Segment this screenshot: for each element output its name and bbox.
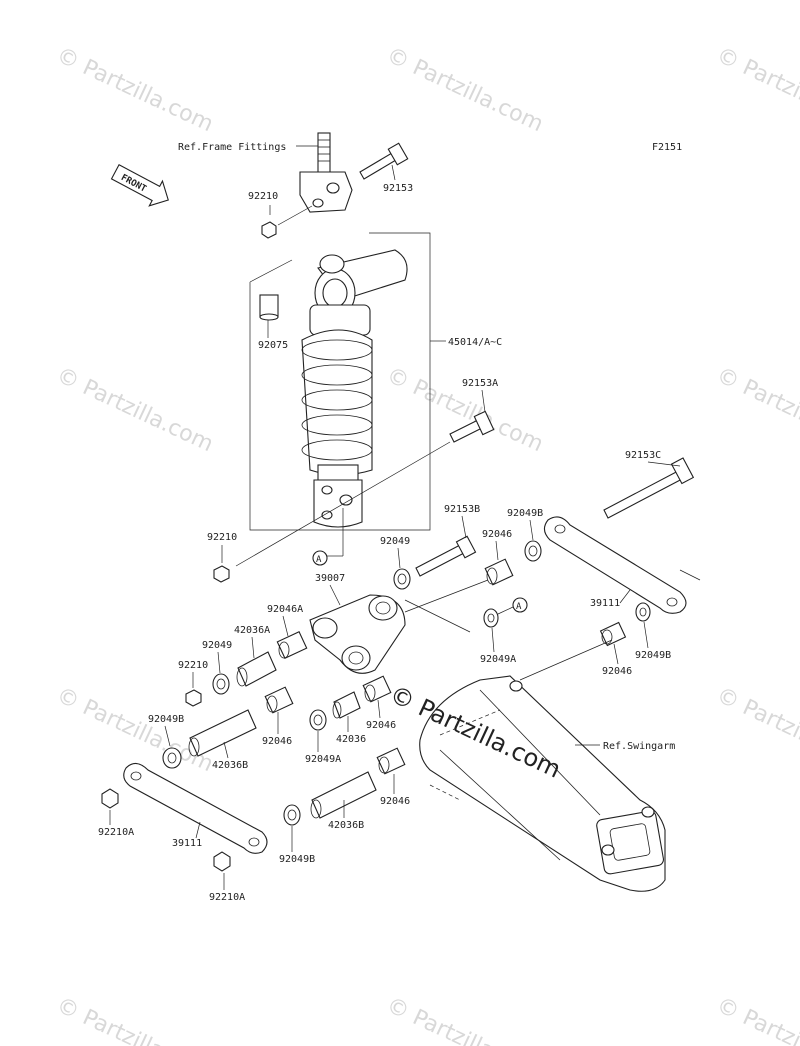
- label-39111-right: 39111: [590, 598, 620, 609]
- nut-92210-top: [261, 221, 277, 239]
- callout-a-shock: A: [312, 550, 328, 566]
- nut-92210-left: [185, 689, 202, 707]
- label-42036B-bottom: 42036B: [328, 820, 364, 831]
- label-42036B-left: 42036B: [212, 760, 248, 771]
- label-92046-left: 92046: [262, 736, 292, 747]
- collar-42036B-left: [188, 709, 257, 757]
- label-92046A: 92046A: [267, 604, 303, 615]
- callout-a-link: A: [512, 597, 528, 613]
- label-92153B: 92153B: [444, 504, 480, 515]
- watermark-10: © Partzilla.com: [382, 993, 546, 1046]
- collar-42036B-bottom: [310, 771, 377, 819]
- label-92210-top: 92210: [248, 191, 278, 202]
- washer-92049A-right: [483, 608, 499, 628]
- collar-42036A: [236, 651, 277, 687]
- washer-92049B-right: [524, 540, 542, 562]
- nut-92210-mid: [213, 565, 230, 583]
- label-92210A-bottom: 92210A: [209, 892, 245, 903]
- label-92046-right-lower: 92046: [602, 666, 632, 677]
- watermark-6: © Partzilla.com: [712, 363, 800, 457]
- label-92210-left: 92210: [178, 660, 208, 671]
- label-92049A-left: 92049A: [305, 754, 341, 765]
- watermark-2: © Partzilla.com: [382, 43, 546, 137]
- label-42036: 42036: [336, 734, 366, 745]
- watermark-5: © Partzilla.com: [382, 363, 546, 457]
- upper-mount-bracket: [299, 132, 353, 213]
- label-42036A: 42036A: [234, 625, 270, 636]
- ref-frame-label: Ref.Frame Fittings: [178, 142, 286, 153]
- washer-92049B-bottom: [283, 804, 301, 826]
- watermark-1: © Partzilla.com: [52, 43, 216, 137]
- label-45014: 45014/A~C: [448, 337, 502, 348]
- watermark-4: © Partzilla.com: [52, 363, 216, 457]
- collar-42036: [332, 691, 361, 719]
- label-92049B-bottom: 92049B: [279, 854, 315, 865]
- label-92049-center: 92049: [380, 536, 410, 547]
- front-arrow-icon: FRONT: [110, 164, 169, 207]
- label-92153A: 92153A: [462, 378, 498, 389]
- callout-a-link-text: A: [516, 602, 522, 612]
- label-39007: 39007: [315, 573, 345, 584]
- label-92210A-left: 92210A: [98, 827, 134, 838]
- washer-92049-center: [393, 568, 411, 590]
- tie-rod-39111-right: [543, 516, 687, 614]
- bolt-92153B: [415, 535, 477, 577]
- washer-92049A-left: [309, 709, 327, 731]
- label-92210-mid: 92210: [207, 532, 237, 543]
- label-92049B-left: 92049B: [148, 714, 184, 725]
- tie-rod-39111-left: [123, 762, 268, 854]
- label-92049B-right: 92049B: [507, 508, 543, 519]
- label-92153-top: 92153: [383, 183, 413, 194]
- watermark-9: © Partzilla.com: [52, 993, 216, 1046]
- bolt-92153A: [449, 410, 495, 443]
- washer-92049-left: [212, 673, 230, 695]
- watermark-8: © Partzilla.com: [712, 683, 800, 777]
- bearing-92046-middle: [362, 675, 392, 703]
- label-92046-middle: 92046: [366, 720, 396, 731]
- watermark-3: © Partzilla.com: [712, 43, 800, 137]
- nut-92210A-left: [101, 788, 119, 809]
- bearing-92046-left: [264, 686, 294, 714]
- washer-92049B-left: [162, 747, 182, 769]
- label-92049A-right: 92049A: [480, 654, 516, 665]
- swingarm: [419, 675, 666, 892]
- bearing-92046A: [276, 631, 308, 659]
- label-92153C: 92153C: [625, 450, 661, 461]
- bearing-92046-right-lower: [599, 621, 627, 647]
- link-39007: [309, 594, 406, 674]
- diagram-code: F2151: [652, 142, 682, 153]
- callout-a-shock-text: A: [316, 555, 322, 565]
- bolt-92153-top: [359, 142, 409, 180]
- bearing-92046-bottom: [376, 747, 406, 775]
- nut-92210A-bottom: [213, 851, 231, 872]
- shock-absorber: [301, 249, 408, 528]
- ref-swingarm-label: Ref.Swingarm: [603, 741, 675, 752]
- bolt-92153C: [603, 457, 695, 519]
- collar-92075: [259, 294, 279, 321]
- label-92046-bottom: 92046: [380, 796, 410, 807]
- assembly-bracket: [249, 232, 431, 531]
- label-92075: 92075: [258, 340, 288, 351]
- watermark-11: © Partzilla.com: [712, 993, 800, 1046]
- label-92049B-right-lower: 92049B: [635, 650, 671, 661]
- label-92049-left: 92049: [202, 640, 232, 651]
- washer-92049B-right-lower: [635, 602, 651, 622]
- bearing-92046-center: [484, 558, 514, 586]
- label-92046-center: 92046: [482, 529, 512, 540]
- label-39111-left: 39111: [172, 838, 202, 849]
